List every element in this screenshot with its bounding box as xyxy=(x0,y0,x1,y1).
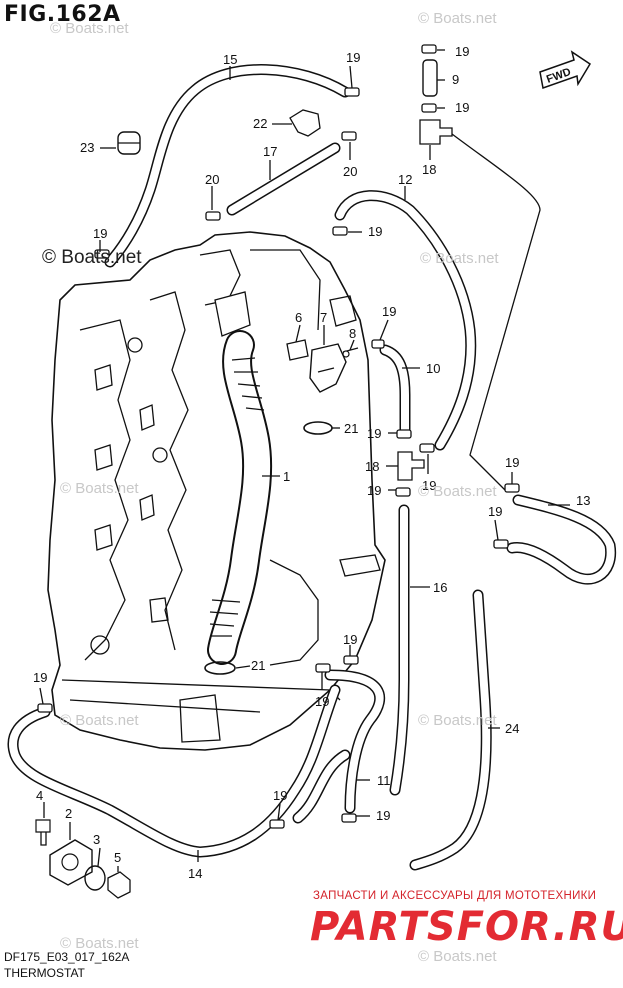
label-13: 13 xyxy=(576,493,590,508)
label-19: 19 xyxy=(343,632,357,647)
part-21-clamp-lower xyxy=(204,661,236,675)
label-19: 19 xyxy=(376,808,390,823)
label-19: 19 xyxy=(505,455,519,470)
part-19-clips xyxy=(37,44,520,829)
label-21: 21 xyxy=(251,658,265,673)
label-19: 19 xyxy=(455,100,469,115)
label-17: 17 xyxy=(263,144,277,159)
label-19: 19 xyxy=(33,670,47,685)
label-7: 7 xyxy=(320,310,327,325)
part-18-joint-upper xyxy=(419,119,453,145)
part-22-holder xyxy=(289,109,321,137)
label-20: 20 xyxy=(343,164,357,179)
watermark: © Boats.net xyxy=(60,935,139,952)
engine-block xyxy=(47,231,386,751)
diagram-code: DF175_E03_017_162A xyxy=(4,950,130,964)
part-10-hose xyxy=(379,344,411,436)
label-21: 21 xyxy=(344,421,358,436)
label-5: 5 xyxy=(114,850,121,865)
label-19: 19 xyxy=(367,426,381,441)
watermark: © Boats.net xyxy=(418,483,497,500)
watermark-logo: © Boats.net xyxy=(42,247,142,268)
part-4-bolt xyxy=(35,819,51,846)
part-20-clips xyxy=(205,131,357,221)
label-19: 19 xyxy=(93,226,107,241)
watermark: © Boats.net xyxy=(418,712,497,729)
watermark: © Boats.net xyxy=(418,948,497,965)
brand-logo: PARTSFOR.RU xyxy=(310,904,623,950)
part-18-joint-lower xyxy=(397,451,425,481)
watermark: © Boats.net xyxy=(420,250,499,267)
part-12-hose xyxy=(334,190,477,451)
brand-tagline: ЗАПЧАСТИ И АКСЕССУАРЫ ДЛЯ МОТОТЕХНИКИ xyxy=(313,890,597,902)
figure-title: FIG.162A xyxy=(4,2,121,27)
label-4: 4 xyxy=(36,788,43,803)
label-19: 19 xyxy=(273,788,287,803)
label-19: 19 xyxy=(367,483,381,498)
part-11-hose xyxy=(292,669,385,824)
watermark: © Boats.net xyxy=(60,712,139,729)
part-7-thermostat-housing xyxy=(309,343,347,393)
label-6: 6 xyxy=(295,310,302,325)
label-10: 10 xyxy=(426,361,440,376)
label-8: 8 xyxy=(349,326,356,341)
label-19: 19 xyxy=(488,504,502,519)
label-18: 18 xyxy=(422,162,436,177)
part-5-nut xyxy=(107,871,131,899)
part-number-labels: 15 19 19 9 19 22 23 18 17 20 20 12 19 19… xyxy=(33,44,590,881)
label-16: 16 xyxy=(433,580,447,595)
leader-lines xyxy=(39,49,570,872)
fwd-arrow-icon: FWD xyxy=(539,50,592,89)
watermark: © Boats.net xyxy=(418,10,497,27)
label-19: 19 xyxy=(315,694,329,709)
label-2: 2 xyxy=(65,806,72,821)
label-24: 24 xyxy=(505,721,519,736)
label-9: 9 xyxy=(452,72,459,87)
watermark: © Boats.net xyxy=(50,20,129,37)
label-19: 19 xyxy=(455,44,469,59)
watermark: © Boats.net xyxy=(60,480,139,497)
label-19: 19 xyxy=(346,50,360,65)
label-18: 18 xyxy=(365,459,379,474)
part-2-thermostat-cover xyxy=(49,839,93,886)
part-1-water-hose xyxy=(207,291,273,665)
label-12: 12 xyxy=(398,172,412,187)
label-19: 19 xyxy=(422,478,436,493)
part-24-hose xyxy=(409,589,492,871)
label-14: 14 xyxy=(188,866,202,881)
part-13-connector-line xyxy=(451,133,541,491)
label-15: 15 xyxy=(223,52,237,67)
label-23: 23 xyxy=(80,140,94,155)
part-16-hose xyxy=(389,504,410,796)
part-9-hose xyxy=(422,59,438,97)
part-17-hose xyxy=(226,142,341,216)
label-19: 19 xyxy=(368,224,382,239)
part-15-hose xyxy=(104,64,351,268)
section-name: THERMOSTAT xyxy=(4,966,85,980)
part-3-o-ring xyxy=(84,865,106,891)
part-13-hose xyxy=(506,494,617,585)
label-1: 1 xyxy=(283,469,290,484)
part-23-grommet xyxy=(117,131,141,155)
part-6-thermostat xyxy=(286,339,309,361)
label-3: 3 xyxy=(93,832,100,847)
label-11: 11 xyxy=(377,773,391,788)
label-20: 20 xyxy=(205,172,219,187)
label-22: 22 xyxy=(253,116,267,131)
label-19: 19 xyxy=(382,304,396,319)
part-14-hose xyxy=(7,684,341,858)
